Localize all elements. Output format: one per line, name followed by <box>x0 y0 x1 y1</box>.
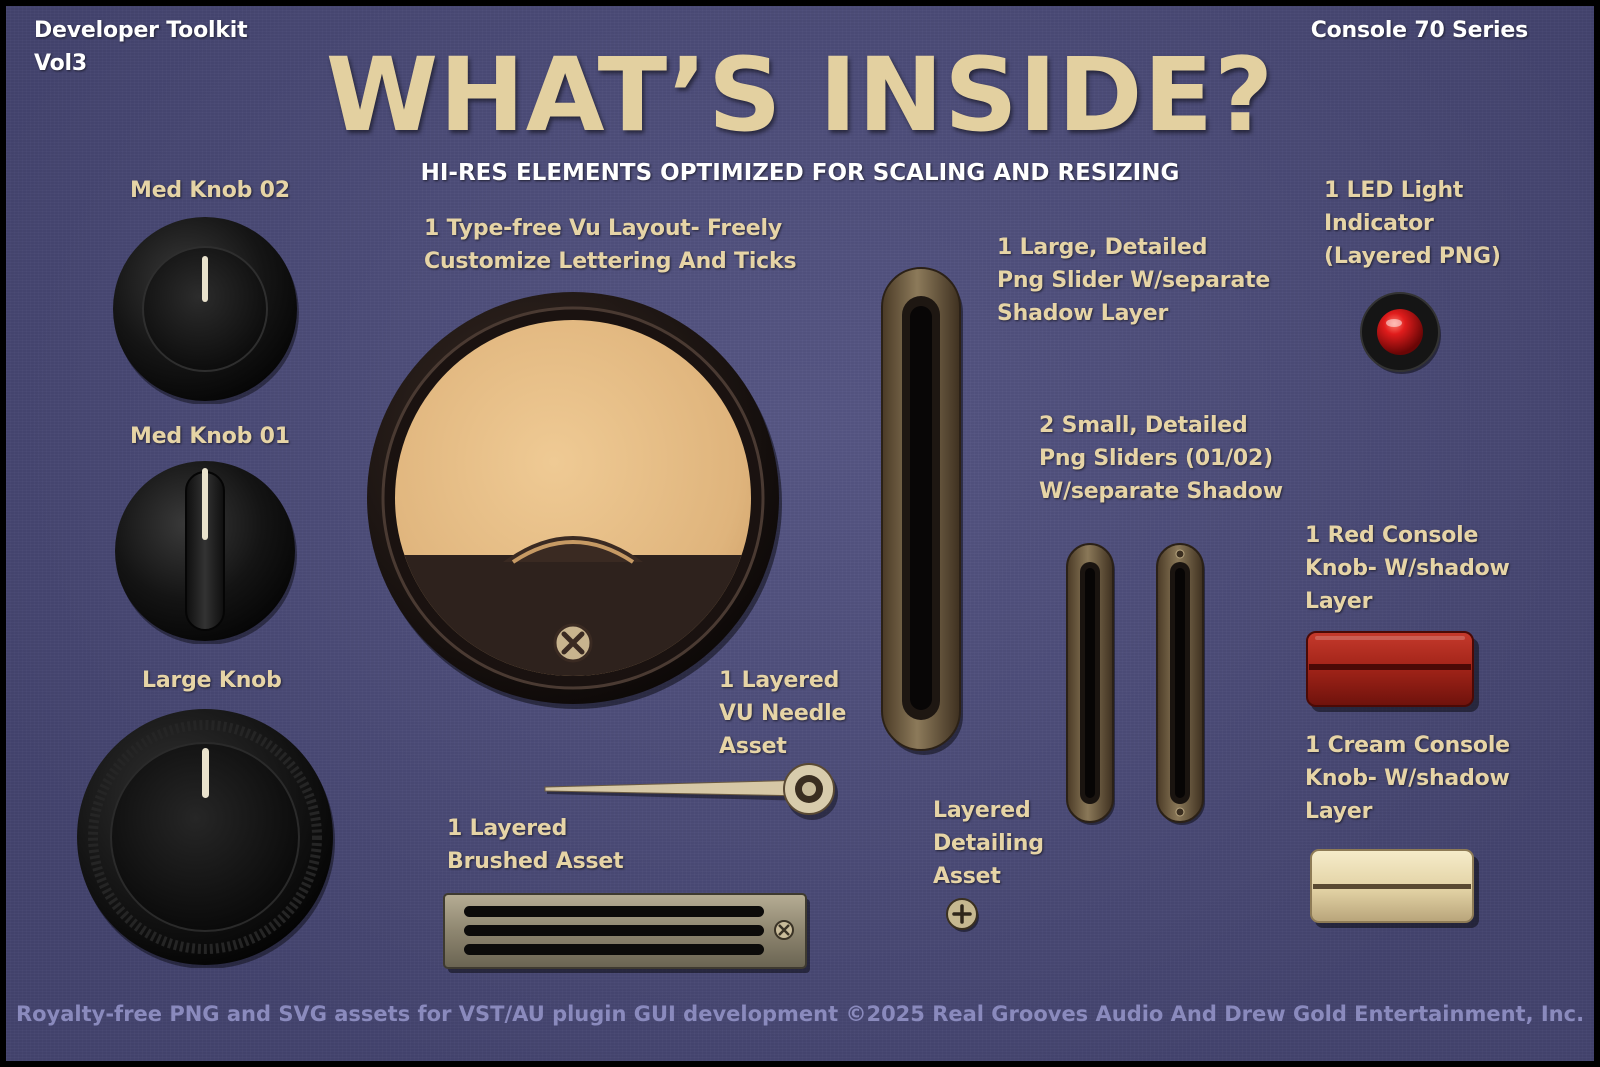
slider-track-icon <box>1066 543 1115 825</box>
brushed-grille <box>442 892 812 974</box>
large-slider-label: 1 Large, Detailed Png Slider W/separate … <box>997 235 1271 326</box>
cream-knob-label: 1 Cream Console Knob- W/shadow Layer <box>1305 733 1510 824</box>
med-knob-02[interactable] <box>110 214 300 404</box>
med-knob-02-label: Med Knob 02 <box>130 178 290 203</box>
vu-layout-label: 1 Type-free Vu Layout- Freely Customize … <box>424 216 797 274</box>
small-slider-02[interactable] <box>1155 542 1207 828</box>
knob-icon <box>113 217 299 404</box>
med-knob-01[interactable] <box>112 458 298 644</box>
red-console-knob[interactable] <box>1305 630 1483 714</box>
page-title: WHAT’S INSIDE? <box>325 36 1275 155</box>
slider-track-icon <box>1156 543 1205 825</box>
vu-meter <box>363 290 783 710</box>
large-slider[interactable] <box>880 266 966 758</box>
vu-meter-icon <box>367 292 782 709</box>
grille-icon <box>443 893 810 973</box>
console-knob-icon <box>1306 631 1479 712</box>
toolkit-label: Developer Toolkit Vol3 <box>34 18 248 76</box>
led-indicator <box>1358 290 1444 376</box>
page-subtitle: HI-RES ELEMENTS OPTIMIZED FOR SCALING AN… <box>420 160 1180 186</box>
brushed-label: 1 Layered Brushed Asset <box>447 816 624 874</box>
vu-needle <box>541 756 841 826</box>
small-slider-01[interactable] <box>1065 542 1117 828</box>
screw-icon <box>946 898 979 932</box>
slider-track-icon <box>881 267 963 755</box>
detailing-screw <box>944 896 982 934</box>
large-knob[interactable] <box>74 706 336 968</box>
led-light-icon <box>1360 292 1441 374</box>
needle-icon <box>544 763 838 820</box>
footer-copyright: Royalty-free PNG and SVG assets for VST/… <box>15 1002 1585 1026</box>
series-label: Console 70 Series <box>1310 18 1529 43</box>
small-sliders-label: 2 Small, Detailed Png Sliders (01/02) W/… <box>1039 413 1283 504</box>
product-sheet: Developer Toolkit Vol3 Console 70 Series… <box>6 6 1594 1061</box>
red-knob-label: 1 Red Console Knob- W/shadow Layer <box>1305 523 1510 614</box>
led-label: 1 LED Light Indicator (Layered PNG) <box>1324 178 1501 269</box>
vu-needle-label: 1 Layered VU Needle Asset <box>719 668 847 759</box>
med-knob-01-label: Med Knob 01 <box>130 424 290 449</box>
knob-icon <box>77 709 335 968</box>
cream-console-knob[interactable] <box>1309 848 1483 930</box>
large-knob-label: Large Knob <box>142 668 282 693</box>
knob-icon <box>115 461 297 644</box>
detailing-label: Layered Detailing Asset <box>933 798 1044 889</box>
console-knob-icon <box>1310 849 1479 928</box>
